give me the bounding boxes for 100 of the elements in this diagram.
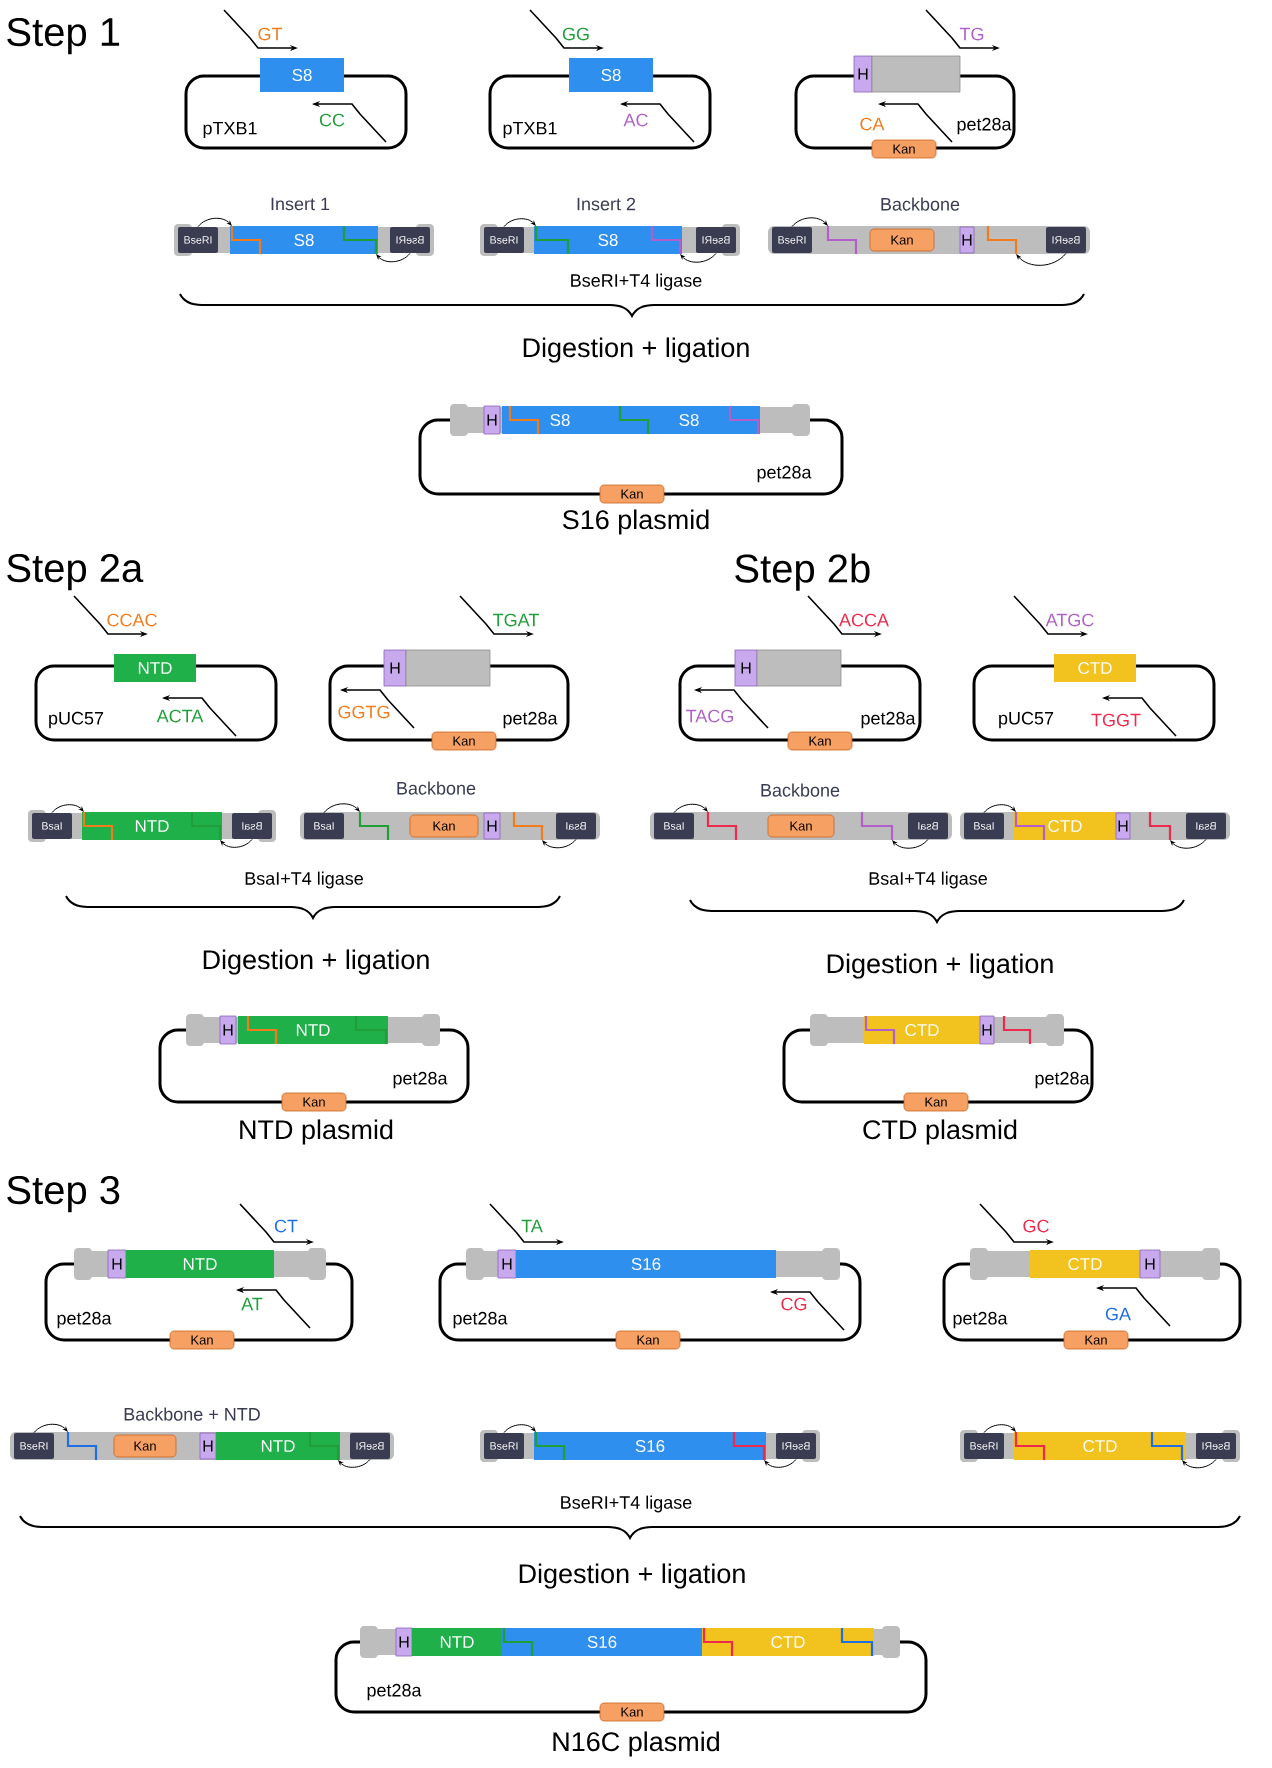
tag-box: H [979, 1015, 995, 1045]
gene-box: S8 [569, 58, 653, 92]
overhang-label: ACTA [156, 709, 204, 723]
plasmid-label: pet28a [57, 1311, 112, 1329]
step-heading: Step 1 [7, 17, 120, 55]
overhang-label: TACG [686, 709, 733, 723]
overhang-label: GA [1105, 1307, 1131, 1321]
gene-box: CTD [864, 1016, 980, 1044]
plasmid-label: pet28a [861, 711, 916, 729]
gene-box: S8 [534, 226, 682, 254]
process-label: Digestion + ligation [523, 337, 749, 363]
overhang-label: CC [319, 113, 345, 127]
cut-site-arrow [764, 1458, 797, 1468]
overhang-label: GGTG [338, 705, 390, 719]
overhang-label: TGGT [1091, 713, 1141, 727]
step-heading: Step 2a [7, 553, 144, 591]
process-label: NTD plasmid [240, 1119, 393, 1145]
plasmid-label: Backbone [397, 781, 476, 795]
plasmid-label: pet28a [953, 1311, 1008, 1329]
plasmid-label: pet28a [757, 465, 812, 483]
tag-box: H [1115, 812, 1131, 840]
plasmid-label: pTXB1 [503, 121, 557, 139]
plasmid-label: Backbone [881, 197, 960, 211]
tag-box: H [483, 405, 501, 435]
tag-box: H [383, 649, 407, 687]
overhang-label: TGAT [493, 613, 539, 627]
plasmid-label: pTXB1 [203, 121, 257, 139]
plasmid-label: BsaI+T4 ligase [869, 871, 987, 889]
tag-box: H [853, 55, 873, 93]
tag-box: H [1139, 1249, 1161, 1279]
cut-site-arrow [33, 1423, 68, 1434]
plasmid-label: BseRI+T4 ligase [571, 273, 702, 291]
tag-box: H [107, 1249, 127, 1279]
step-heading: Step 3 [7, 1175, 120, 1213]
plasmid-label: Backbone [761, 783, 840, 797]
cut-site-arrow [542, 838, 577, 849]
plasmid-label: pet28a [957, 117, 1012, 135]
overhang-label: GG [562, 27, 589, 41]
cut-site-arrow [1016, 252, 1067, 266]
cut-site-arrow [323, 803, 360, 814]
tag-box: H [483, 812, 501, 840]
gene-box: S16 [502, 1628, 702, 1656]
plasmid-label: pet28a [393, 1071, 448, 1089]
cut-site-arrow [680, 252, 717, 263]
gene-box: S8 [260, 58, 344, 92]
gene-box: CTD [702, 1628, 874, 1656]
overhang-label: ACCA [839, 613, 889, 627]
gene-box: S16 [516, 1250, 776, 1278]
tag-box: H [497, 1249, 517, 1279]
gene-box [871, 55, 961, 93]
overhang-label: GC [1023, 1219, 1049, 1233]
gene-box: S8 [502, 406, 618, 434]
process-label: S16 plasmid [562, 509, 709, 535]
plasmid-label: pet28a [367, 1683, 422, 1701]
plasmid-label: pUC57 [999, 711, 1054, 729]
cut-site-arrow [1170, 838, 1207, 849]
gene-box [756, 649, 842, 687]
gene-box: NTD [126, 1250, 274, 1278]
gene-box: NTD [238, 1016, 388, 1044]
cut-site-arrow [338, 1458, 371, 1468]
gene-box: S16 [534, 1432, 766, 1460]
gene-box: S8 [618, 406, 760, 434]
overhang-label: GT [258, 27, 283, 41]
gene-box: CTD [1014, 812, 1116, 840]
cut-site-arrow [197, 217, 232, 228]
cut-site-arrow [983, 804, 1016, 814]
cut-site-arrow [1182, 1458, 1217, 1469]
plasmid-label: pUC57 [49, 711, 104, 729]
overhang-label: CA [860, 117, 885, 131]
plasmid-label: BsaI+T4 ligase [245, 871, 363, 889]
overhang-label: TA [521, 1219, 543, 1233]
overhang-label: AC [623, 113, 648, 127]
process-label: Digestion + ligation [203, 949, 429, 975]
cut-site-arrow [673, 803, 708, 814]
tag-box: H [199, 1432, 217, 1460]
cut-site-arrow [791, 217, 828, 228]
cut-site-arrow [503, 1424, 536, 1434]
gene-box: NTD [412, 1628, 502, 1656]
gene-box: CTD [1054, 654, 1136, 682]
gene-box: CTD [1014, 1432, 1186, 1460]
plasmid-label: Backbone + NTD [124, 1407, 260, 1421]
tag-box: H [959, 226, 975, 254]
overhang-label: CG [781, 1297, 807, 1311]
cut-site-arrow [51, 804, 84, 814]
cut-site-arrow [220, 838, 253, 848]
step-heading: Step 2b [735, 553, 870, 591]
overhang-label: TG [959, 27, 984, 41]
overhang-label: AT [241, 1297, 263, 1311]
overhang-label: CT [274, 1219, 298, 1233]
cut-site-arrow [892, 838, 929, 849]
gene-box: NTD [82, 812, 222, 840]
process-label: CTD plasmid [863, 1119, 1017, 1145]
process-label: Digestion + ligation [519, 1563, 745, 1589]
cut-site-arrow [503, 218, 536, 228]
plasmid-label: pet28a [503, 711, 558, 729]
cut-site-arrow [983, 1424, 1016, 1434]
tag-box: H [219, 1015, 237, 1045]
gene-box: CTD [1030, 1250, 1140, 1278]
process-label: N16C plasmid [553, 1731, 719, 1757]
gene-box: NTD [114, 654, 196, 682]
